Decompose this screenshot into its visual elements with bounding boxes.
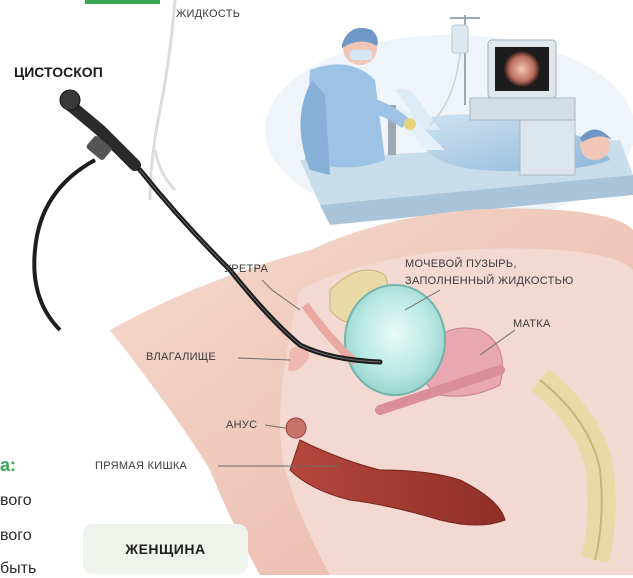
- label-urethra: УРЕТРА: [224, 263, 268, 275]
- label-bladder-line1: МОЧЕВОЙ ПУЗЫРЬ,: [405, 258, 517, 270]
- label-fluid: ЖИДКОСТЬ: [176, 8, 240, 20]
- procedure-scene: [265, 15, 633, 225]
- label-uterus: МАТКА: [513, 318, 551, 330]
- woman-badge-label: ЖЕНЩИНА: [125, 541, 205, 557]
- side-text-line1: вого: [0, 492, 32, 510]
- anatomy-cross-section: [110, 208, 633, 575]
- side-text-line2: вого: [0, 527, 32, 545]
- label-rectum: ПРЯМАЯ КИШКА: [95, 460, 187, 472]
- label-vagina: ВЛАГАЛИЩЕ: [146, 351, 216, 363]
- side-heading-fragment: а:: [0, 455, 16, 476]
- label-bladder-line2: ЗАПОЛНЕННЫЙ ЖИДКОСТЬЮ: [405, 275, 574, 287]
- label-cystoscope: ЦИСТОСКОП: [14, 64, 103, 80]
- label-anus: АНУС: [226, 419, 257, 431]
- woman-badge: ЖЕНЩИНА: [83, 524, 248, 574]
- side-text-line3: быть: [0, 560, 36, 578]
